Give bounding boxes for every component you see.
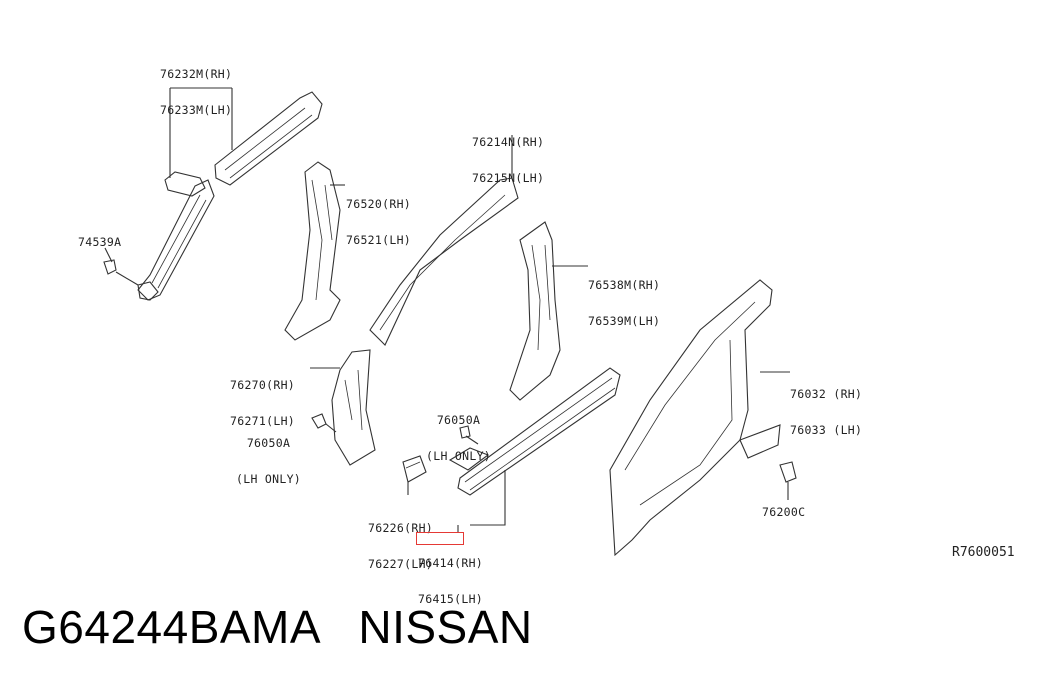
callout-76032-lh: 76033 (LH) — [790, 423, 863, 437]
part-76520 — [284, 161, 345, 341]
callout-76414-rh: 76414(RH) — [418, 556, 484, 570]
callout-76200c: 76200C — [762, 505, 806, 519]
callout-76050a-right-note: (LH ONLY) — [426, 449, 492, 463]
callout-76232m-rh: 76232M(RH) — [160, 67, 233, 81]
part-76270 — [310, 349, 376, 466]
callout-76226: 76226(RH) 76227(LH) — [368, 498, 433, 582]
callout-76226-rh: 76226(RH) — [368, 521, 434, 535]
part-74539a-bolt — [103, 247, 139, 286]
part-76226 — [402, 455, 427, 495]
callout-76270-lh: 76271(LH) — [230, 414, 296, 428]
callout-76050a-left-note: (LH ONLY) — [236, 472, 302, 486]
highlight-box — [416, 532, 464, 545]
callout-76232m-lh: 76233M(LH) — [160, 103, 233, 117]
callout-76414: 76414(RH) 76415(LH) — [418, 533, 483, 617]
leader-76232m — [169, 87, 233, 178]
callout-76050a-left-code: 76050A — [246, 436, 291, 450]
callout-76050a-right-code: 76050A — [436, 413, 481, 427]
callout-76270-rh: 76270(RH) — [230, 378, 296, 392]
callout-76032: 76032 (RH) 76033 (LH) — [790, 364, 862, 448]
callout-76050a-right: 76050A (LH ONLY) — [426, 390, 491, 474]
callout-74539a: 74539A — [78, 235, 122, 249]
callout-76538m-rh: 76538M(RH) — [588, 278, 661, 292]
callout-76214n-lh: 76215N(LH) — [472, 171, 545, 185]
callout-76214n-rh: 76214N(RH) — [472, 135, 545, 149]
diagram-code: R7600051 — [952, 545, 1015, 560]
callout-76414-lh: 76415(LH) — [418, 592, 484, 606]
part-76414-sill — [448, 367, 621, 533]
callout-76232m: 76232M(RH) 76233M(LH) — [160, 44, 232, 128]
callout-76538m-lh: 76539M(LH) — [588, 314, 661, 328]
callout-76032-rh: 76032 (RH) — [790, 387, 863, 401]
callout-76050a-left: 76050A (LH ONLY) — [236, 413, 301, 497]
callout-76520: 76520(RH) 76521(LH) — [346, 174, 411, 258]
callout-76520-lh: 76521(LH) — [346, 233, 412, 247]
part-76050a-left — [311, 413, 337, 433]
part-upper-rail — [137, 91, 323, 301]
part-76200c — [779, 461, 797, 500]
part-title: G64244BAMA NISSAN — [22, 601, 533, 653]
callout-76520-rh: 76520(RH) — [346, 197, 412, 211]
callout-76270: 76270(RH) 76271(LH) — [230, 355, 295, 439]
part-76538m — [509, 221, 588, 401]
callout-76226-lh: 76227(LH) — [368, 557, 434, 571]
callout-76538m: 76538M(RH) 76539M(LH) — [588, 255, 660, 339]
part-76214n — [369, 135, 519, 346]
callout-76214n: 76214N(RH) 76215N(LH) — [472, 112, 544, 196]
part-76050a-right — [459, 425, 479, 445]
part-76032-outer — [609, 279, 790, 557]
